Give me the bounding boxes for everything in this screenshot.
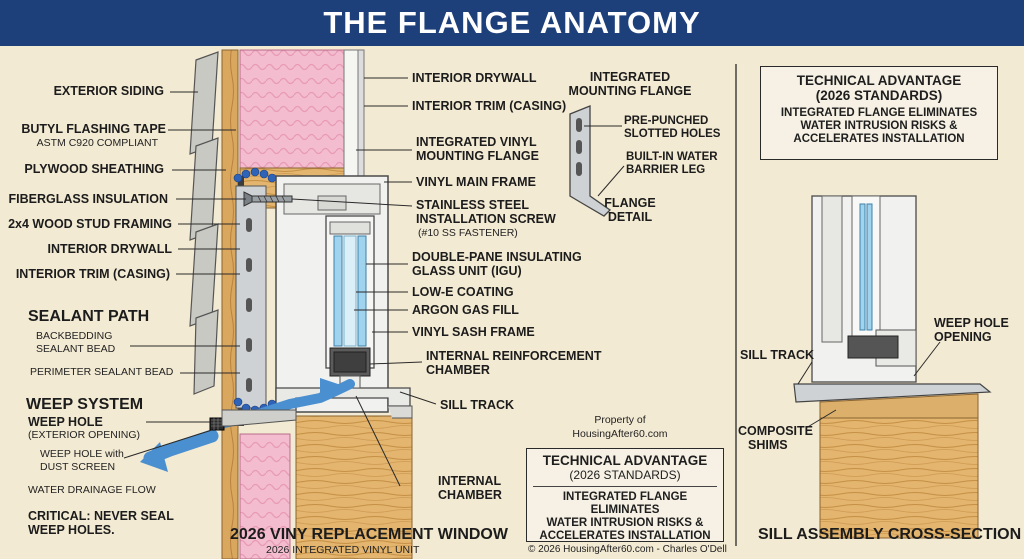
label-screw-sub: (#10 SS FASTENER) — [418, 227, 518, 239]
sill-assembly-drawing — [793, 195, 992, 539]
tech-box-right-body-1: INTEGRATED FLANGE ELIMINATES — [780, 107, 978, 119]
label-slotted-holes-2: SLOTTED HOLES — [624, 128, 721, 140]
label-internal-chamber-1: INTERNAL — [438, 474, 502, 488]
label-weep-hole-sub: (EXTERIOR OPENING) — [28, 429, 141, 441]
main-caption: 2026 VINY REPLACEMENT WINDOW — [230, 526, 508, 543]
fiberglass-insulation — [239, 49, 345, 169]
label-igu-2: GLASS UNIT (IGU) — [412, 264, 522, 278]
main-subcaption: 2026 INTEGRATED VINYL UNIT — [266, 544, 420, 556]
label-internal-chamber-2: CHAMBER — [438, 488, 502, 502]
label-trim-left: INTERIOR TRIM (CASING) — [15, 267, 170, 281]
label-backbedding-1: BACKBEDDING — [36, 330, 113, 342]
label-shims-2: SHIMS — [748, 438, 788, 452]
label-perimeter-bead: PERIMETER SEALANT BEAD — [30, 366, 174, 378]
tech-box-small-divider — [533, 486, 717, 487]
flange-detail-caption-2: DETAIL — [607, 210, 653, 224]
label-igu-1: DOUBLE-PANE INSULATING — [412, 250, 582, 264]
label-weep-screen-2: DUST SCREEN — [40, 461, 116, 473]
label-backbedding-2: SEALANT BEAD — [36, 343, 116, 355]
flange-detail-drawing — [569, 105, 625, 217]
label-butyl-tape-sub: ASTM C920 COMPLIANT — [36, 137, 158, 149]
property-line-1: Property of — [594, 414, 646, 426]
title-banner: THE FLANGE ANATOMY — [0, 0, 1024, 46]
label-argon: ARGON GAS FILL — [412, 303, 519, 317]
label-plywood: PLYWOOD SHEATHING — [24, 162, 164, 176]
tech-advantage-box-small: TECHNICAL ADVANTAGE (2026 STANDARDS) INT… — [526, 448, 724, 542]
label-water-flow: WATER DRAINAGE FLOW — [28, 484, 156, 496]
label-weep-hole: WEEP HOLE — [28, 415, 103, 429]
label-reinforcement-2: CHAMBER — [426, 363, 490, 377]
label-exterior-siding: EXTERIOR SIDING — [53, 84, 164, 98]
tech-box-right-body-3: ACCELERATES INSTALLATION — [793, 133, 965, 145]
tech-box-right-title: TECHNICAL ADVANTAGE — [796, 73, 962, 88]
label-vinyl-flange-2: MOUNTING FLANGE — [416, 149, 539, 163]
flange-detail-caption-1: FLANGE — [604, 196, 656, 210]
flange-detail-heading-1: INTEGRATED — [589, 70, 671, 84]
tech-box-small-body-1: INTEGRATED FLANGE ELIMINATES — [562, 491, 688, 516]
label-barrier-leg-2: BARRIER LEG — [626, 164, 706, 176]
label-lowe: LOW-E COATING — [412, 285, 514, 299]
label-screw-2: INSTALLATION SCREW — [416, 212, 556, 226]
label-vinyl-flange-1: INTEGRATED VINYL — [416, 135, 537, 149]
label-slotted-holes-1: PRE-PUNCHED — [624, 115, 709, 127]
tech-box-small-title: TECHNICAL ADVANTAGE — [542, 453, 708, 468]
label-weep-opening-1: WEEP HOLE — [934, 316, 1009, 330]
copyright: © 2026 HousingAfter60.com - Charles O'De… — [528, 544, 727, 555]
glass-pane-inner — [357, 235, 367, 347]
diagram-canvas: EXTERIOR SIDING BUTYL FLASHING TAPE ASTM… — [0, 46, 1024, 559]
label-stud: 2x4 WOOD STUD FRAMING — [8, 217, 172, 231]
label-screw-1: STAINLESS STEEL — [416, 198, 529, 212]
tech-box-small-body-2: WATER INTRUSION RISKS & — [546, 517, 704, 529]
tech-box-small-subtitle: (2026 STANDARDS) — [569, 468, 681, 482]
label-vinyl-main: VINYL MAIN FRAME — [416, 175, 536, 189]
weep-heading: WEEP SYSTEM — [26, 396, 144, 413]
label-drywall-left: INTERIOR DRYWALL — [47, 242, 172, 256]
property-line-2: HousingAfter60.com — [572, 428, 668, 440]
tech-advantage-box-right: TECHNICAL ADVANTAGE (2026 STANDARDS) INT… — [760, 66, 998, 160]
glass-pane-outer — [333, 235, 343, 347]
label-weep-opening-2: OPENING — [934, 330, 992, 344]
diagram-drawing — [123, 49, 992, 559]
label-critical-1: CRITICAL: NEVER SEAL — [28, 509, 174, 523]
label-sill-track-right: SILL TRACK — [740, 348, 815, 362]
label-sash: VINYL SASH FRAME — [412, 325, 535, 339]
label-sill-track: SILL TRACK — [440, 398, 515, 412]
exterior-siding — [189, 51, 219, 395]
label-interior-drywall: INTERIOR DRYWALL — [412, 71, 537, 85]
label-fiberglass: FIBERGLASS INSULATION — [8, 192, 169, 206]
label-weep-screen-1: WEEP HOLE with — [40, 448, 124, 460]
page-title: THE FLANGE ANATOMY — [323, 5, 701, 40]
tech-box-small-body-3: ACCELERATES INSTALLATION — [539, 530, 711, 542]
sealant-heading: SEALANT PATH — [28, 308, 150, 325]
flange-detail-heading-2: MOUNTING FLANGE — [568, 84, 692, 98]
label-butyl-tape: BUTYL FLASHING TAPE — [21, 122, 166, 136]
label-reinforcement-1: INTERNAL REINFORCEMENT — [426, 349, 602, 363]
sill-assembly-caption: SILL ASSEMBLY CROSS-SECTION — [758, 526, 1022, 543]
tech-box-right-body-2: WATER INTRUSION RISKS & — [800, 120, 958, 132]
water-drainage-flow — [140, 378, 355, 472]
label-barrier-leg-1: BUILT-IN WATER — [626, 151, 718, 163]
sill-framing — [295, 415, 413, 559]
label-interior-trim: INTERIOR TRIM (CASING) — [412, 99, 567, 113]
tech-box-right-subtitle: (2026 STANDARDS) — [815, 88, 943, 103]
label-shims-1: COMPOSITE — [738, 424, 814, 438]
label-critical-2: WEEP HOLES. — [28, 523, 115, 537]
